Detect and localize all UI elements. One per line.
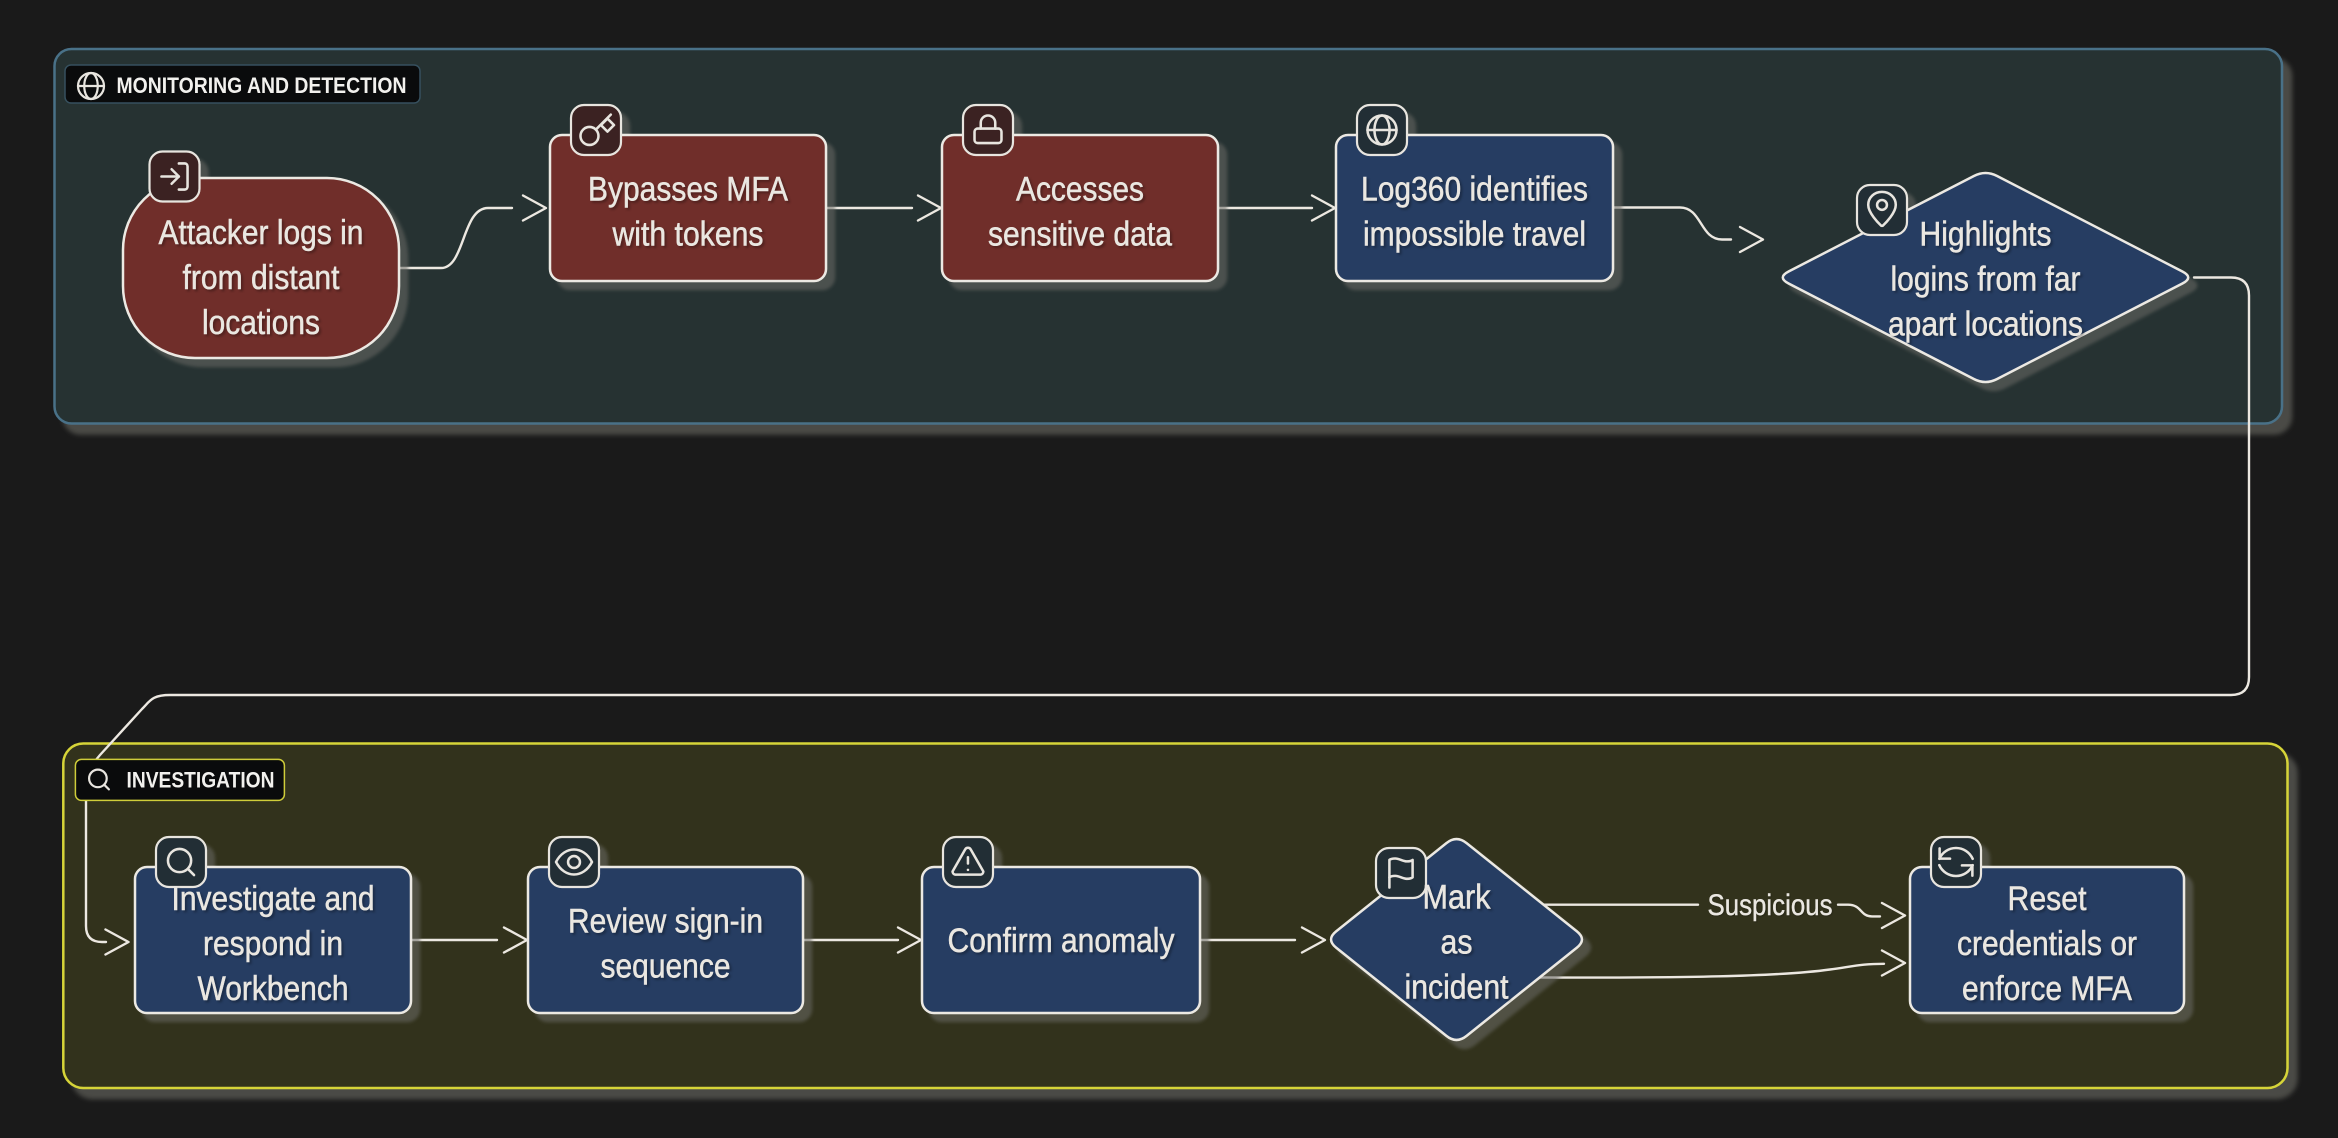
svg-text:Log360 identifies: Log360 identifies [1361, 171, 1588, 209]
svg-text:Investigate and: Investigate and [172, 880, 375, 918]
svg-text:credentials or: credentials or [1957, 925, 2137, 963]
svg-text:incident: incident [1405, 969, 1509, 1007]
svg-text:Attacker logs in: Attacker logs in [159, 214, 364, 252]
svg-text:Accesses: Accesses [1016, 171, 1144, 209]
svg-text:Confirm anomaly: Confirm anomaly [948, 922, 1175, 960]
svg-text:enforce MFA: enforce MFA [1962, 970, 2132, 1008]
svg-text:with tokens: with tokens [612, 216, 764, 254]
svg-text:INVESTIGATION: INVESTIGATION [127, 768, 275, 793]
svg-text:from distant: from distant [183, 259, 340, 297]
svg-text:apart locations: apart locations [1888, 306, 2083, 344]
svg-text:Review sign-in: Review sign-in [568, 903, 763, 941]
svg-text:Mark: Mark [1423, 879, 1492, 917]
svg-text:as: as [1441, 924, 1473, 962]
svg-text:Suspicious: Suspicious [1708, 889, 1833, 922]
svg-text:Highlights: Highlights [1920, 216, 2052, 254]
svg-text:MONITORING AND DETECTION: MONITORING AND DETECTION [117, 73, 407, 98]
svg-text:Reset: Reset [2008, 880, 2087, 918]
svg-text:logins from far: logins from far [1891, 261, 2081, 299]
svg-text:Bypasses MFA: Bypasses MFA [588, 171, 788, 209]
svg-text:respond in: respond in [203, 925, 343, 963]
svg-text:Workbench: Workbench [198, 970, 349, 1008]
svg-text:sequence: sequence [601, 948, 731, 986]
svg-text:locations: locations [202, 304, 320, 342]
svg-text:impossible travel: impossible travel [1363, 216, 1586, 254]
svg-text:sensitive data: sensitive data [988, 216, 1172, 254]
